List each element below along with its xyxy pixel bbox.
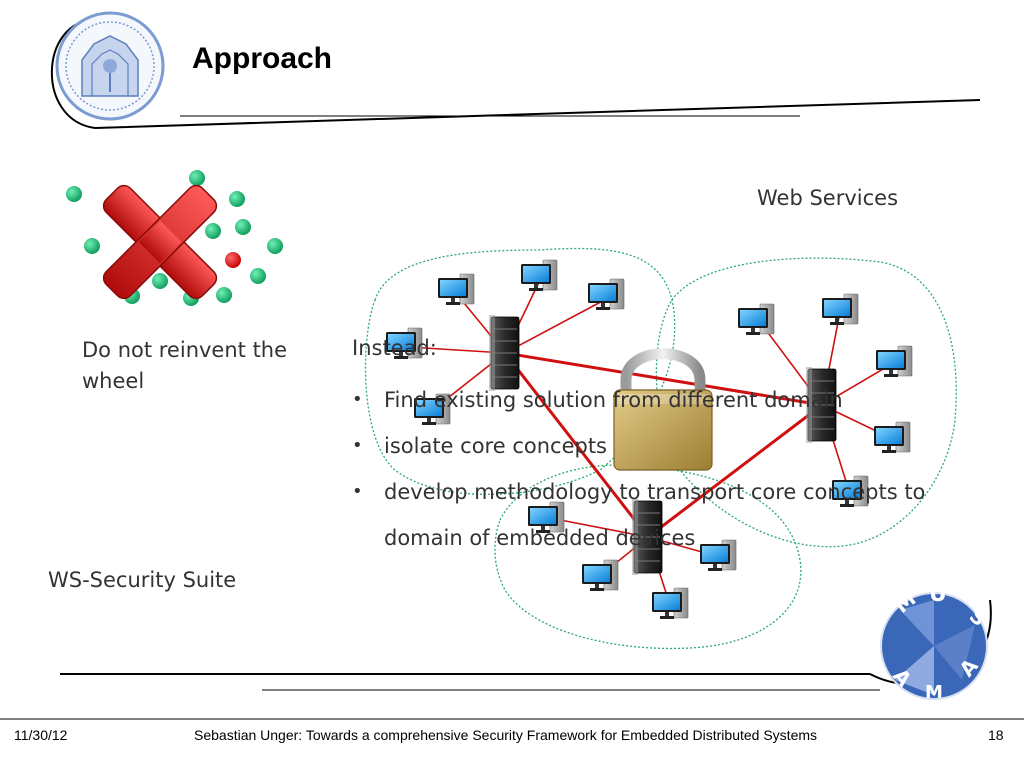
logo-letter: M <box>925 682 943 703</box>
node-dot <box>250 268 266 284</box>
red-cross-icon <box>102 184 218 300</box>
node-dot-red <box>225 252 241 268</box>
bullet-item: develop methodology to transport core co… <box>352 469 962 561</box>
workstation-icon <box>821 293 859 326</box>
node-dot <box>229 191 245 207</box>
slide-title: Approach <box>192 42 333 75</box>
node-dot <box>84 238 100 254</box>
footer-decoration <box>0 599 1024 720</box>
footer-text: Sebastian Unger: Towards a comprehensive… <box>194 727 818 743</box>
reinvent-wheel-label: Do not reinvent the wheel <box>82 338 288 393</box>
node-dot <box>267 238 283 254</box>
university-seal-logo <box>55 11 165 121</box>
workstation-icon <box>437 273 475 306</box>
web-services-label: Web Services <box>757 186 899 210</box>
node-dot <box>235 219 251 235</box>
reinvent-wheel-graphic <box>66 170 283 306</box>
page-number: 18 <box>988 727 1004 743</box>
node-dot <box>152 273 168 289</box>
workstation-icon <box>875 345 913 378</box>
node-dot <box>205 223 221 239</box>
logo-letter: U <box>929 582 947 607</box>
node-dot <box>189 170 205 186</box>
instead-label: Instead: <box>352 336 437 360</box>
ws-security-suite-label: WS-Security Suite <box>48 568 237 592</box>
bullet-item: isolate core concepts <box>352 423 962 469</box>
node-dot <box>66 186 82 202</box>
workstation-icon <box>520 259 558 292</box>
bullet-item: Find existing solution from different do… <box>352 377 962 423</box>
footer-date: 11/30/12 <box>14 727 68 743</box>
approach-bullet-list: Find existing solution from different do… <box>352 377 962 561</box>
workstation-icon <box>651 587 689 620</box>
workstation-icon <box>581 559 619 592</box>
workstation-icon <box>737 303 775 336</box>
node-dot <box>216 287 232 303</box>
musama-logo: M U S A M A <box>880 582 991 703</box>
